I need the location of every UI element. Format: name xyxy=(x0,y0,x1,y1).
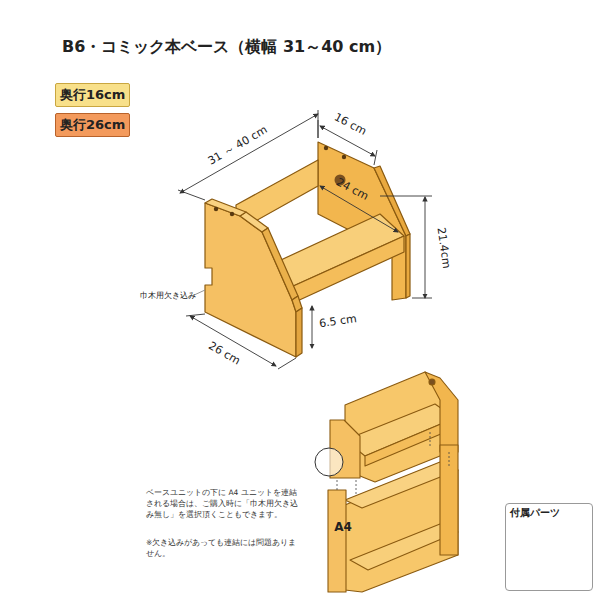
dimension-label: 21.4cm xyxy=(434,227,452,270)
depth-badge: 奥行26cm xyxy=(55,113,130,137)
dimension-label: 31 ～ 40 cm xyxy=(206,124,270,168)
node-text: 奥行16cm xyxy=(60,86,125,104)
node-text: 奥行26cm xyxy=(60,116,125,134)
dimension-label: 16 cm xyxy=(332,111,368,138)
parts-box: 付属パーツ xyxy=(505,503,593,591)
depth-badge: 奥行16cm xyxy=(55,83,130,107)
unit-label: A4 xyxy=(334,521,352,535)
dimension-label: 6.5 cm xyxy=(318,313,357,331)
note-text: ベースユニットの下に A4 ユニットを連結される場合は、ご購入時に「巾木用欠き込… xyxy=(146,488,302,521)
note-text: ※欠き込みがあっても連結には問題ありません。 xyxy=(146,538,302,560)
node-text: 付属パーツ xyxy=(510,506,588,520)
title: B6・コミック本ベース（横幅 31～40 cm） xyxy=(62,38,391,56)
part-label: 巾木用欠き込み xyxy=(140,291,196,300)
dimension-label: 26 cm xyxy=(206,340,242,368)
